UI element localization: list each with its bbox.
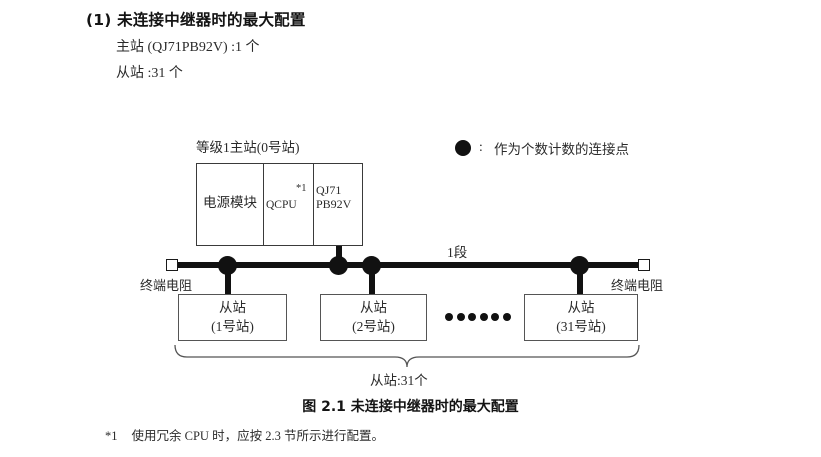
terminating-resistor-left-icon [166, 259, 178, 271]
legend-label: 作为个数计数的连接点 [494, 142, 629, 157]
footnote: *1 使用冗余 CPU 时，应按 2.3 节所示进行配置。 [105, 425, 384, 444]
rack-divider-1 [263, 163, 265, 246]
rack-cell-power-module: 电源模块 [203, 195, 257, 210]
connection-node-dot [329, 256, 348, 275]
slave-station-box-1: 从站 (1号站) [178, 294, 287, 341]
terminating-resistor-left-label: 终端电阻 [140, 278, 193, 293]
slave-station-title: 从站 [360, 300, 387, 316]
terminating-resistor-right-label: 终端电阻 [611, 278, 664, 293]
slave-station-box-3: 从站 (31号站) [524, 294, 638, 341]
slave-station-box-2: 从站 (2号站) [320, 294, 427, 341]
drop-line-slave-3 [577, 264, 583, 294]
legend-filled-circle-icon [455, 140, 471, 156]
terminating-resistor-right-icon [638, 259, 650, 271]
rack-cell-qcpu: QCPU [266, 199, 297, 211]
spec-line-master: 主站 (QJ71PB92V) :1 个 [116, 40, 260, 55]
master-rack [196, 163, 363, 246]
segment-label: 1段 [447, 245, 468, 260]
rack-divider-2 [313, 163, 315, 246]
page-title: (1) 未连接中继器时的最大配置 [86, 11, 306, 29]
slave-station-title: 从站 [219, 300, 246, 316]
slave-station-number: (31号站) [556, 318, 606, 334]
rack-cell-qj71pb92v-line1: QJ71 [316, 183, 342, 197]
legend-separator: : [479, 139, 483, 154]
slave-station-number: (1号站) [211, 318, 254, 334]
ellipsis-dots-icon [445, 313, 511, 321]
drop-line-slave-1 [225, 264, 231, 294]
slave-count-label: 从站:31个 [370, 373, 428, 388]
master-station-label: 等级1主站(0号站) [196, 140, 300, 155]
footnote-text: 使用冗余 CPU 时，应按 2.3 节所示进行配置。 [131, 429, 384, 443]
slave-count-brace [172, 344, 642, 368]
rack-cell-qj71pb92v: QJ71 PB92V [316, 183, 352, 212]
spec-line-slave: 从站 :31 个 [116, 66, 183, 81]
figure-caption: 图 2.1 未连接中继器时的最大配置 [302, 399, 519, 415]
rack-cell-qj71pb92v-line2: PB92V [316, 196, 352, 211]
rack-cell-qcpu-footnote-mark: *1 [296, 183, 307, 194]
footnote-mark: *1 [105, 429, 118, 443]
bus-line [172, 262, 644, 268]
slave-station-title: 从站 [567, 300, 595, 316]
slave-station-number: (2号站) [352, 318, 395, 334]
drop-line-slave-2 [369, 264, 375, 294]
